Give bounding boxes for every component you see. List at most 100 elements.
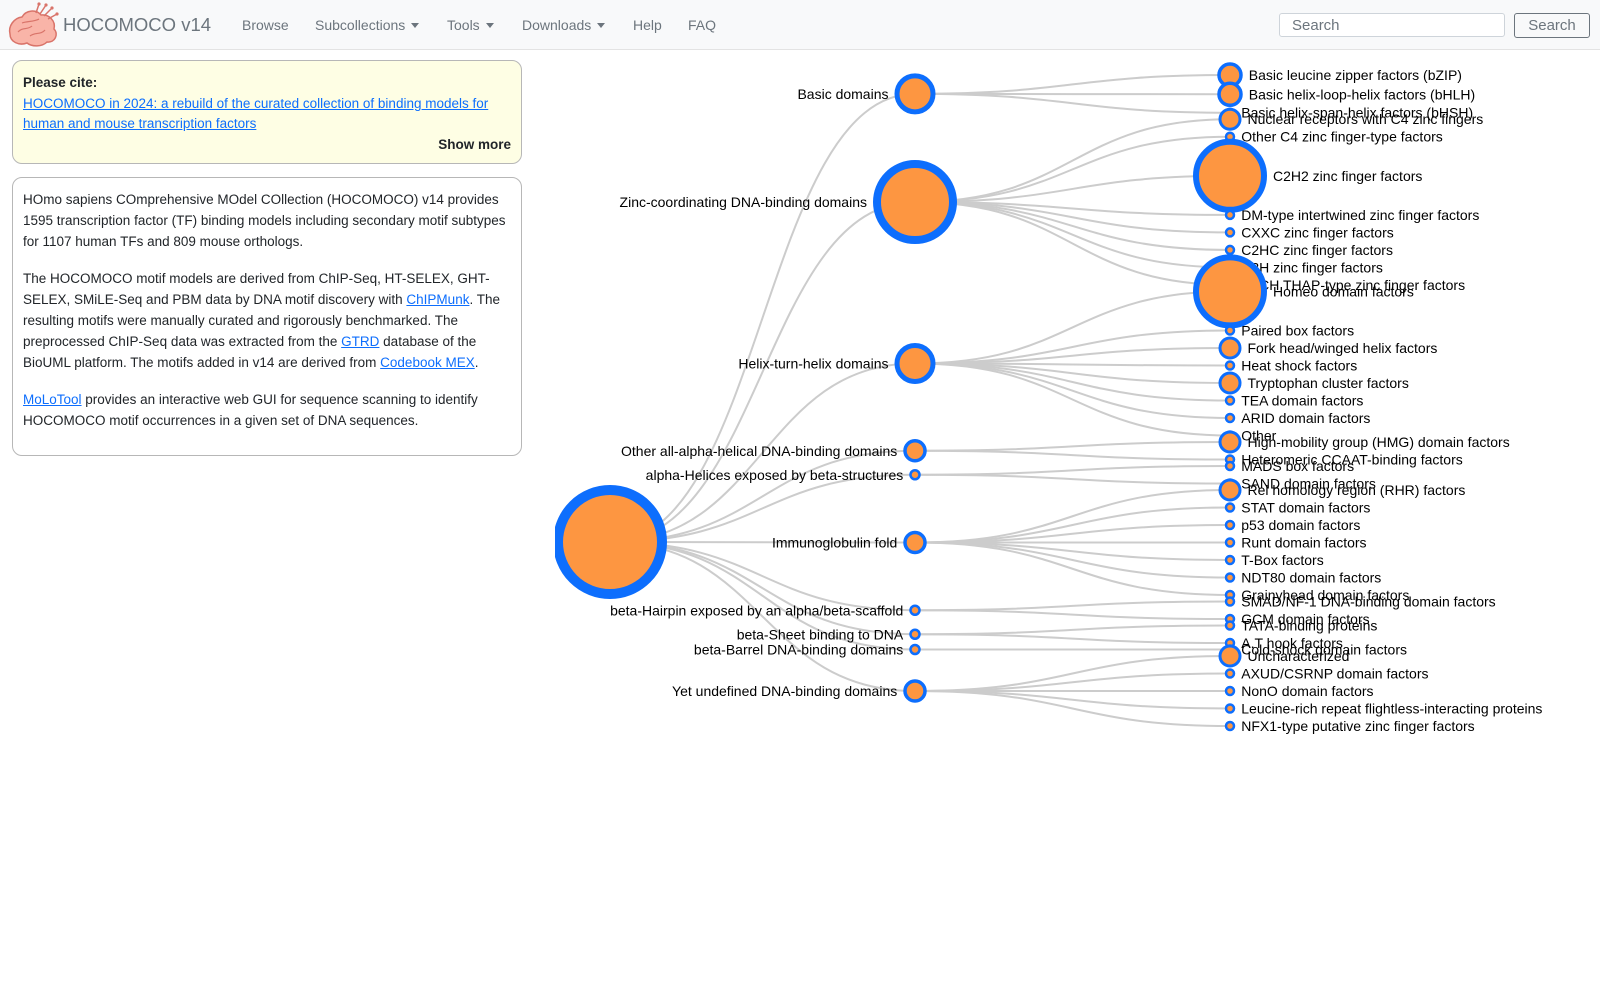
family-label[interactable]: NFX1-type putative zinc finger factors	[1241, 718, 1474, 734]
family-label[interactable]: C2H2 zinc finger factors	[1273, 168, 1422, 184]
superclass-node[interactable]	[894, 73, 936, 115]
family-label[interactable]: CXXC zinc finger factors	[1241, 224, 1394, 240]
superclass-node[interactable]	[909, 604, 921, 616]
family-label[interactable]: MADS box factors	[1241, 458, 1354, 474]
family-label[interactable]: Basic helix-span-helix factors (bHSH)	[1241, 105, 1473, 121]
search-input[interactable]	[1279, 13, 1505, 37]
family-node[interactable]	[1193, 254, 1267, 329]
family-label[interactable]: GCM domain factors	[1241, 611, 1369, 627]
family-node[interactable]	[1218, 644, 1242, 668]
family-node[interactable]	[1224, 460, 1236, 472]
superclass-node[interactable]	[903, 530, 927, 555]
family-label[interactable]: Fork head/winged helix factors	[1248, 340, 1438, 356]
family-node[interactable]	[1224, 360, 1236, 371]
superclass-label[interactable]: alpha-Helices exposed by beta-structures	[646, 467, 904, 483]
chipmunk-link[interactable]: ChIPMunk	[406, 292, 470, 307]
superclass-node[interactable]	[909, 469, 921, 481]
family-node[interactable]	[1224, 554, 1236, 566]
family-node[interactable]	[1224, 227, 1236, 238]
superclass-label[interactable]: Helix-turn-helix domains	[738, 355, 888, 371]
cite-paper-link[interactable]: HOCOMOCO in 2024: a rebuild of the curat…	[23, 95, 489, 132]
superclass-label[interactable]: Yet undefined DNA-binding domains	[672, 683, 897, 699]
family-label[interactable]: Cold-shock domain factors	[1241, 642, 1407, 658]
nav-help[interactable]: Help	[633, 17, 662, 33]
nav-tools[interactable]: Tools	[447, 17, 494, 33]
superclass-node[interactable]	[894, 342, 936, 384]
family-label[interactable]: Basic helix-loop-helix factors (bHLH)	[1249, 86, 1475, 102]
family-node[interactable]	[1193, 138, 1267, 213]
family-label[interactable]: SMAD/NF-1 DNA-binding domain factors	[1241, 594, 1495, 610]
family-label[interactable]: Other	[1241, 428, 1276, 444]
family-node[interactable]	[1218, 107, 1242, 131]
superclass-node[interactable]	[909, 628, 921, 640]
superclass-label[interactable]: Other all-alpha-helical DNA-binding doma…	[621, 443, 897, 459]
family-node[interactable]	[1224, 325, 1236, 336]
family-label[interactable]: Uncharacterized	[1248, 648, 1350, 664]
family-node[interactable]	[1224, 412, 1236, 424]
family-label[interactable]: Tryptophan cluster factors	[1248, 375, 1409, 391]
nav-downloads[interactable]: Downloads	[522, 17, 606, 33]
family-label[interactable]: Other C4 zinc finger-type factors	[1241, 129, 1443, 145]
family-node[interactable]	[1224, 244, 1236, 256]
family-node[interactable]	[1224, 572, 1236, 583]
family-label[interactable]: ARID domain factors	[1241, 410, 1370, 426]
gtrd-link[interactable]: GTRD	[341, 334, 380, 349]
family-node[interactable]	[1224, 720, 1236, 732]
family-node[interactable]	[1224, 668, 1236, 679]
family-label[interactable]: TATA-binding proteins	[1241, 618, 1377, 634]
family-label[interactable]: Leucine-rich repeat flightless-interacti…	[1241, 701, 1542, 717]
family-label[interactable]: Rel homology region (RHR) factors	[1248, 482, 1466, 498]
search-button[interactable]: Search	[1514, 13, 1590, 38]
family-label[interactable]: C2CH THAP-type zinc finger factors	[1241, 277, 1465, 293]
family-node[interactable]	[1224, 537, 1236, 548]
family-node[interactable]	[1217, 81, 1243, 108]
family-node[interactable]	[1224, 620, 1236, 631]
family-label[interactable]: Nuclear receptors with C4 zinc fingers	[1248, 111, 1484, 127]
family-label[interactable]: C3H zinc finger factors	[1241, 259, 1383, 275]
family-label[interactable]: Runt domain factors	[1241, 535, 1366, 551]
family-label[interactable]: Homeo domain factors	[1273, 283, 1414, 299]
family-label[interactable]: DM-type intertwined zinc finger factors	[1241, 207, 1479, 223]
family-label[interactable]: NonO domain factors	[1241, 683, 1373, 699]
family-label[interactable]: TEA domain factors	[1241, 393, 1363, 409]
family-label[interactable]: p53 domain factors	[1241, 517, 1360, 533]
superclass-label[interactable]: Immunoglobulin fold	[772, 535, 897, 551]
family-node[interactable]	[1224, 395, 1236, 406]
codebook-mex-link[interactable]: Codebook MEX	[380, 355, 475, 370]
family-node[interactable]	[1218, 371, 1242, 395]
show-more-button[interactable]: Show more	[438, 136, 511, 152]
superclass-label[interactable]: beta-Sheet binding to DNA	[737, 626, 904, 642]
nav-faq[interactable]: FAQ	[688, 17, 717, 33]
superclass-node[interactable]	[873, 160, 957, 245]
family-label[interactable]: A.T hook factors	[1241, 635, 1343, 651]
tree-root-node[interactable]	[555, 485, 667, 599]
family-label[interactable]: Basic leucine zipper factors (bZIP)	[1249, 67, 1462, 83]
family-label[interactable]: Heat shock factors	[1241, 358, 1357, 374]
family-node[interactable]	[1224, 685, 1236, 697]
family-label[interactable]: T-Box factors	[1241, 552, 1323, 568]
family-node[interactable]	[1224, 703, 1236, 714]
brand[interactable]: HOCOMOCO v14	[4, 2, 211, 48]
superclass-node[interactable]	[909, 643, 921, 656]
family-label[interactable]: Paired box factors	[1241, 323, 1354, 339]
superclass-label[interactable]: beta-Hairpin exposed by an alpha/beta-sc…	[610, 602, 903, 618]
family-label[interactable]: Heteromeric CCAAT-binding factors	[1241, 452, 1462, 468]
nav-browse[interactable]: Browse	[242, 17, 289, 33]
family-label[interactable]: C2HC zinc finger factors	[1241, 242, 1393, 258]
superclass-label[interactable]: Zinc-coordinating DNA-binding domains	[620, 194, 867, 210]
family-node[interactable]	[1218, 478, 1242, 502]
family-label[interactable]: High-mobility group (HMG) domain factors	[1248, 434, 1510, 450]
family-label[interactable]: Grainyhead domain factors	[1241, 587, 1409, 603]
superclass-node[interactable]	[903, 679, 927, 703]
superclass-label[interactable]: beta-Barrel DNA-binding domains	[694, 642, 903, 658]
family-node[interactable]	[1224, 596, 1236, 607]
nav-subcollections[interactable]: Subcollections	[315, 17, 420, 33]
family-node[interactable]	[1224, 209, 1236, 221]
superclass-label[interactable]: Basic domains	[797, 86, 888, 102]
family-label[interactable]: NDT80 domain factors	[1241, 570, 1381, 586]
family-node[interactable]	[1224, 519, 1236, 531]
family-label[interactable]: SAND domain factors	[1241, 476, 1376, 492]
molotool-link[interactable]: MoLoTool	[23, 392, 82, 407]
family-node[interactable]	[1218, 336, 1242, 360]
family-node[interactable]	[1224, 502, 1236, 513]
